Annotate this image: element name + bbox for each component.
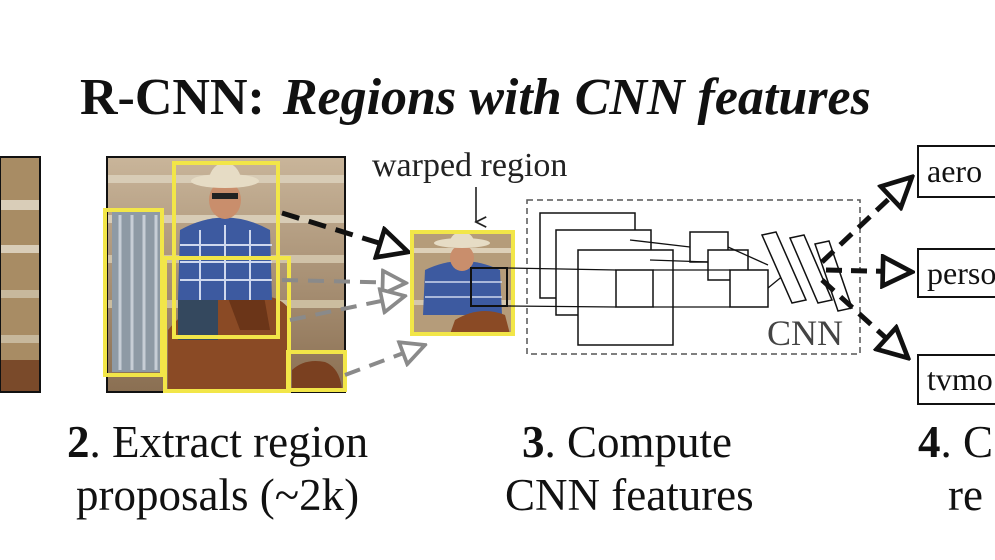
title-prefix: R-CNN: [80, 69, 265, 126]
caption-step3-number: 3 [522, 417, 545, 467]
caption-step4-line2: re [948, 470, 983, 520]
caption-step3-line1: . Compute [545, 417, 733, 467]
caption-step2: 2. Extract region proposals (~2k) [67, 417, 368, 520]
caption-step3-line2: CNN features [505, 470, 754, 520]
class-label-aero: aero [927, 153, 982, 189]
classification-arrows [820, 177, 912, 358]
class-label-person: perso [927, 255, 995, 291]
caption-step2-line2: proposals (~2k) [76, 470, 359, 520]
caption-step4-line1: . C [941, 417, 994, 467]
class-output-person: perso [917, 248, 995, 298]
class-label-tvmonitor: tvmo [927, 361, 993, 397]
svg-text:2. Extract region: 2. Extract region [67, 417, 368, 467]
cnn-frame [526, 199, 861, 355]
caption-step4: 4. C re [918, 417, 993, 520]
svg-text:4. C: 4. C [918, 417, 993, 467]
warped-region-label: warped region [372, 147, 567, 184]
warped-region-image [410, 230, 515, 336]
diagram-title: R-CNN: Regions with CNN features [80, 69, 871, 126]
proposal-arrows [281, 210, 425, 377]
class-output-aero: aero [917, 145, 995, 198]
svg-text:3. Compute: 3. Compute [522, 417, 732, 467]
input-image [106, 156, 346, 393]
caption-step2-number: 2 [67, 417, 90, 467]
cnn-block [506, 199, 861, 355]
watermark: @稀土掘金技术社区 [818, 523, 971, 543]
region-proposals [103, 161, 347, 393]
title-italic: Regions with CNN features [282, 69, 871, 126]
input-image-partial [0, 156, 41, 393]
cnn-label: CNN [767, 313, 843, 353]
caption-step2-line1: . Extract region [90, 417, 369, 467]
caption-step4-number: 4 [918, 417, 941, 467]
caption-step3: 3. Compute CNN features [505, 417, 754, 520]
class-output-tvmonitor: tvmo [917, 354, 995, 405]
